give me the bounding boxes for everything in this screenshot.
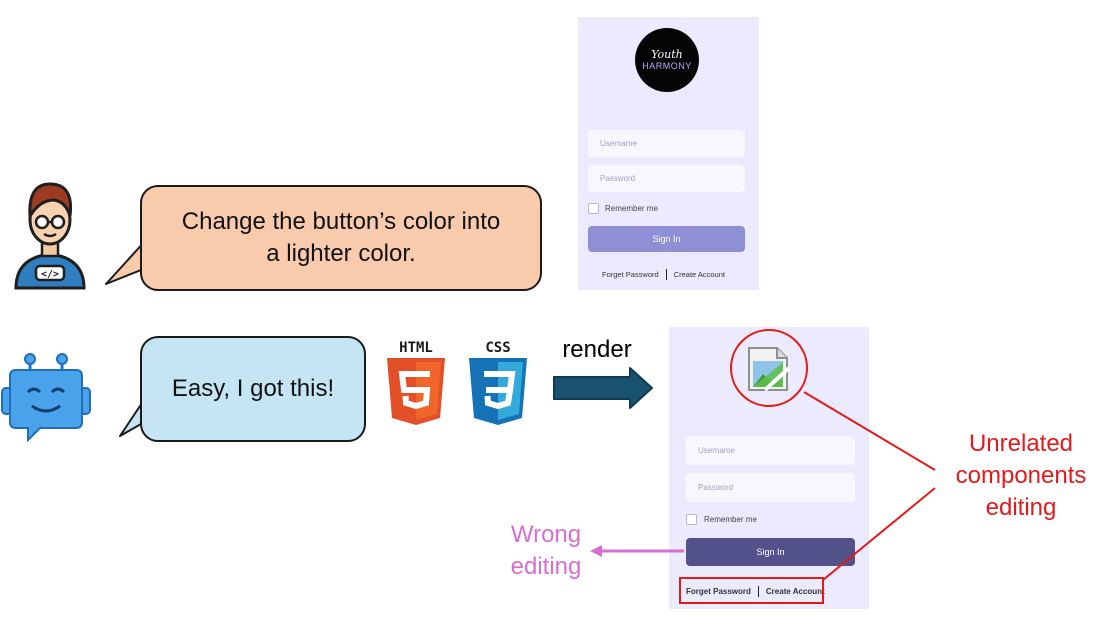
username-field[interactable]: Username (686, 436, 855, 465)
user-message-line-2: a lighter color. (266, 240, 416, 267)
create-account-link[interactable]: Create Account (673, 270, 725, 279)
forget-password-link[interactable]: Forget Password (686, 587, 751, 596)
bot-speech-bubble: Easy, I got this! (140, 336, 366, 442)
css-badge-label: CSS (485, 340, 510, 356)
username-field[interactable]: Username (588, 130, 745, 157)
original-page-screenshot: Youth HARMONY Username Password Remember… (578, 17, 759, 290)
rendered-page-screenshot: Username Password Remember me Sign In Fo… (669, 327, 869, 609)
html-badge-label: HTML (399, 340, 433, 356)
footer-links: Forget Password Create Account (686, 586, 825, 597)
broken-image-icon (748, 347, 791, 392)
wrong-label-line-1: Wrong (510, 521, 582, 548)
render-arrow (553, 367, 653, 409)
svg-text:</>: </> (41, 269, 59, 280)
logo-text-harmony: HARMONY (642, 60, 692, 71)
robot-icon (1, 353, 91, 443)
wrong-label-line-2: editing (510, 553, 582, 580)
wrong-editing-label: Wrong editing (498, 519, 594, 583)
remember-label: Remember me (704, 515, 757, 524)
signin-button[interactable]: Sign In (588, 226, 745, 252)
password-field[interactable]: Password (686, 473, 855, 502)
logo-connector-line (803, 391, 936, 471)
bot-message: Easy, I got this! (171, 375, 335, 402)
link-divider (757, 586, 759, 597)
link-divider (665, 269, 667, 280)
remember-checkbox[interactable] (588, 203, 599, 214)
user-message-line-1: Change the button’s color into (181, 208, 501, 235)
unrelated-label-line-2: components (955, 462, 1087, 489)
logo-text-youth: Youth (651, 47, 683, 61)
render-label: render (562, 336, 632, 363)
create-account-link[interactable]: Create Account (765, 587, 825, 596)
unrelated-editing-label: Unrelated components editing (940, 428, 1102, 524)
user-speech-bubble: Change the button’s color into a lighter… (140, 185, 542, 291)
css3-icon: CSS (469, 340, 527, 425)
remember-checkbox[interactable] (686, 514, 697, 525)
footer-links: Forget Password Create Account (602, 269, 725, 280)
forget-password-link[interactable]: Forget Password (602, 270, 659, 279)
links-connector-line (822, 487, 936, 581)
logo-highlight-circle (730, 329, 808, 407)
signin-button[interactable]: Sign In (686, 538, 855, 566)
unrelated-label-line-3: editing (985, 494, 1057, 521)
wrong-editing-arrow-head (590, 545, 602, 557)
youth-harmony-logo: Youth HARMONY (635, 28, 699, 92)
unrelated-label-line-1: Unrelated (968, 430, 1074, 457)
remember-label: Remember me (605, 204, 658, 213)
links-highlight-box (679, 577, 824, 604)
developer-icon: </> (14, 182, 86, 290)
html5-icon: HTML (387, 340, 445, 425)
password-field[interactable]: Password (588, 165, 745, 192)
